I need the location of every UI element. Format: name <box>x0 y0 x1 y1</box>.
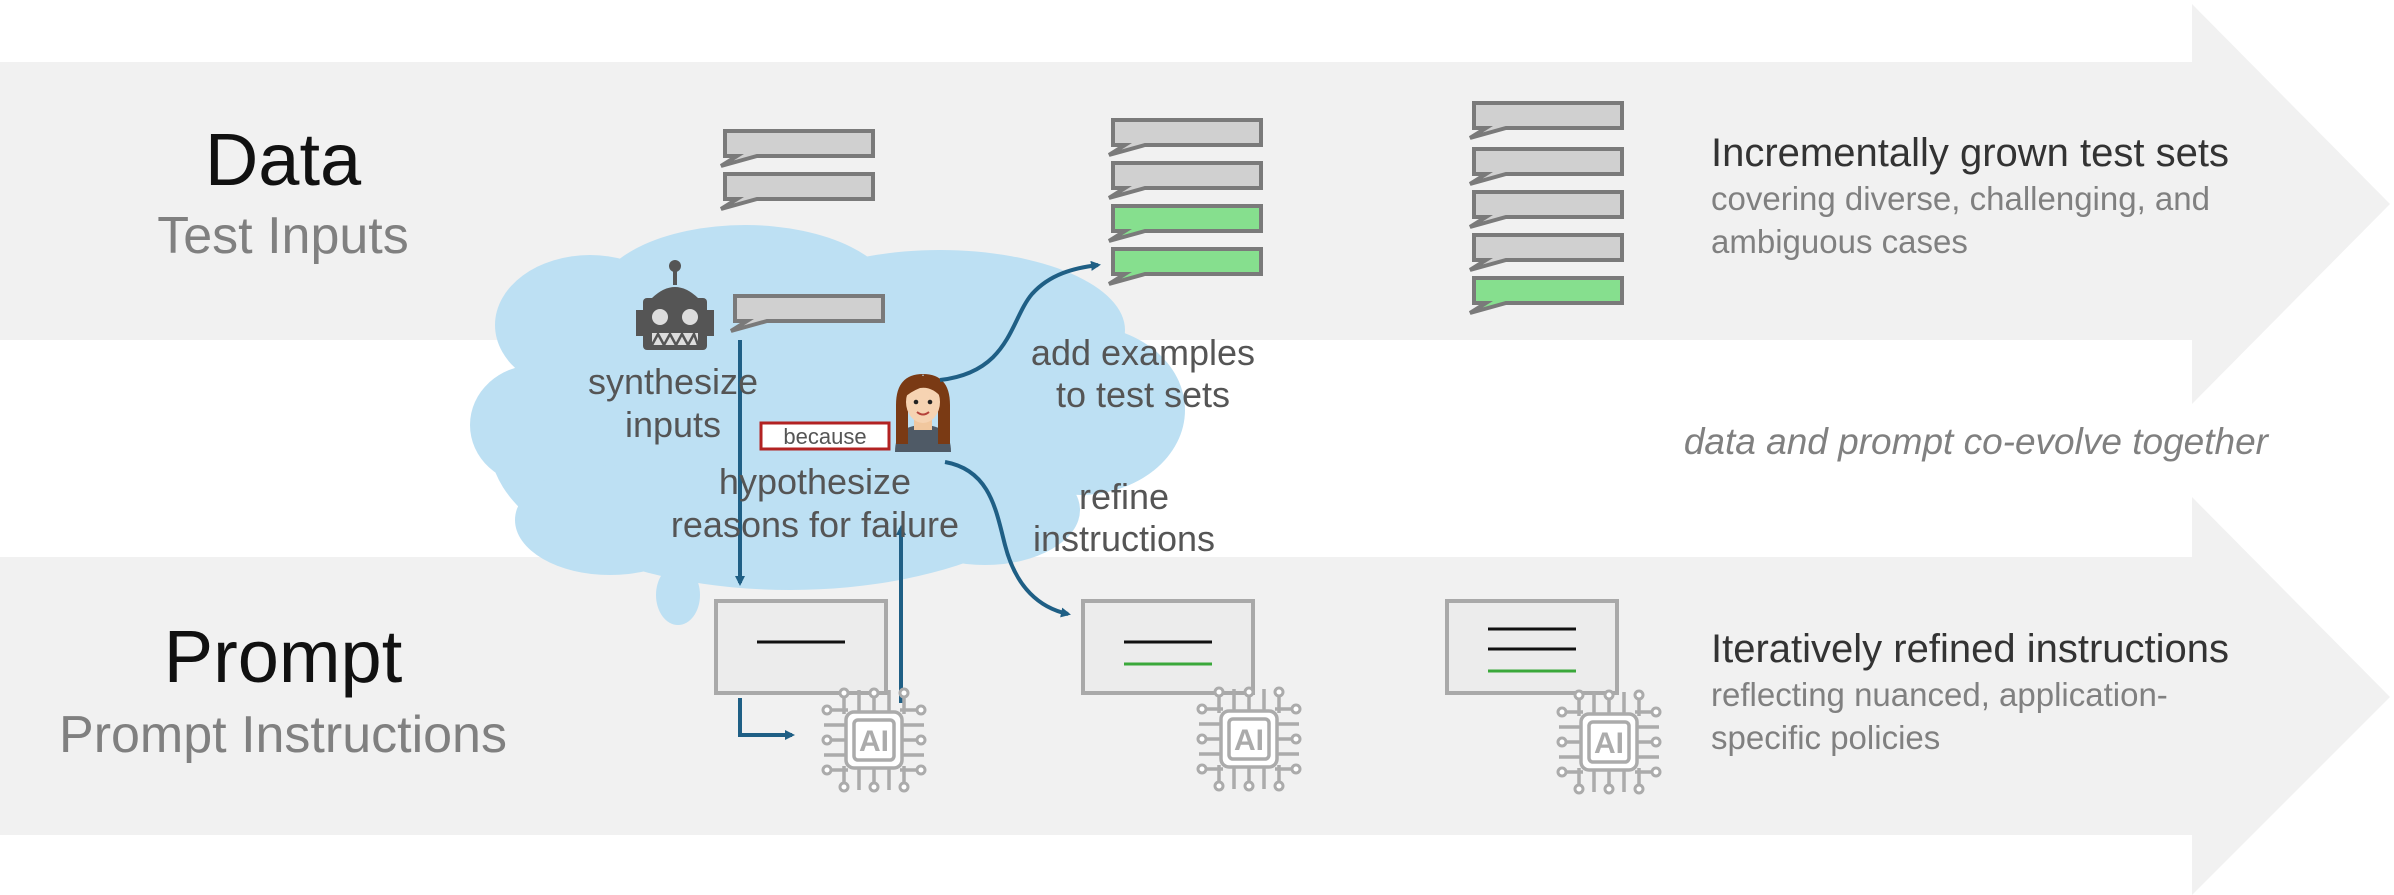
synthesize-label-line2: inputs <box>625 404 721 445</box>
refine-label-line1: refine <box>1079 476 1169 517</box>
synthesize-label-line1: synthesize <box>588 361 758 402</box>
new-test-input-bubble <box>1107 204 1263 243</box>
person-icon <box>895 374 951 452</box>
ai-chip-icon: AI <box>1556 689 1662 795</box>
prompt-to-ai-arrow <box>738 698 795 740</box>
prompt-stage-3 <box>1445 599 1619 695</box>
test-input-bubble <box>1107 118 1263 157</box>
new-test-input-bubble <box>1468 276 1624 315</box>
prompt-title: Prompt <box>164 615 403 698</box>
add-examples-label-line1: add examples <box>1031 332 1255 373</box>
data-title: Data <box>205 118 362 201</box>
test-input-bubble <box>719 129 875 168</box>
iteration-cloud <box>470 225 1185 625</box>
co-evolve-note: data and prompt co-evolve together <box>1684 421 2270 462</box>
prompt-subtitle: Prompt Instructions <box>59 706 507 764</box>
data-summary-line1: covering diverse, challenging, and <box>1711 180 2210 217</box>
prompt-stage-2 <box>1081 599 1255 695</box>
ai-chip-label: AI <box>1234 724 1264 757</box>
refine-label-line2: instructions <box>1033 518 1215 559</box>
test-input-bubble <box>719 172 875 211</box>
prompt-summary-heading: Iteratively refined instructions <box>1711 627 2229 671</box>
prompt-band-arrow <box>0 497 2390 895</box>
add-examples-label-line2: to test sets <box>1056 374 1230 415</box>
hypothesize-label-line2: reasons for failure <box>671 504 959 545</box>
synthesized-input-bubble <box>729 294 885 333</box>
test-input-bubble <box>1468 147 1624 186</box>
ai-chip-label: AI <box>1594 727 1624 760</box>
test-set-stage-1 <box>719 129 875 211</box>
data-summary-heading: Incrementally grown test sets <box>1711 131 2229 175</box>
because-label: because <box>783 424 866 449</box>
robot-icon <box>636 260 714 350</box>
prompt-summary-line2: specific policies <box>1711 719 1940 756</box>
because-tag: because <box>759 421 891 451</box>
test-set-stage-3 <box>1468 101 1624 315</box>
data-summary-line2: ambiguous cases <box>1711 223 1968 260</box>
data-subtitle: Test Inputs <box>157 207 408 265</box>
prompt-stage-1 <box>714 599 888 695</box>
test-input-bubble <box>1468 101 1624 140</box>
new-test-input-bubble <box>1107 247 1263 286</box>
test-input-bubble <box>1468 190 1624 229</box>
prompt-summary-line1: reflecting nuanced, application- <box>1711 676 2168 713</box>
test-input-bubble <box>1468 233 1624 272</box>
add-examples-arrow <box>939 260 1101 382</box>
ai-chip-icon: AI <box>821 687 927 793</box>
hypothesize-label-line1: hypothesize <box>719 461 911 502</box>
refine-instructions-arrow <box>944 460 1071 618</box>
ai-chip-icon: AI <box>1196 686 1302 792</box>
ai-chip-label: AI <box>859 725 889 758</box>
test-set-stage-2 <box>1107 118 1263 286</box>
test-input-bubble <box>1107 161 1263 200</box>
